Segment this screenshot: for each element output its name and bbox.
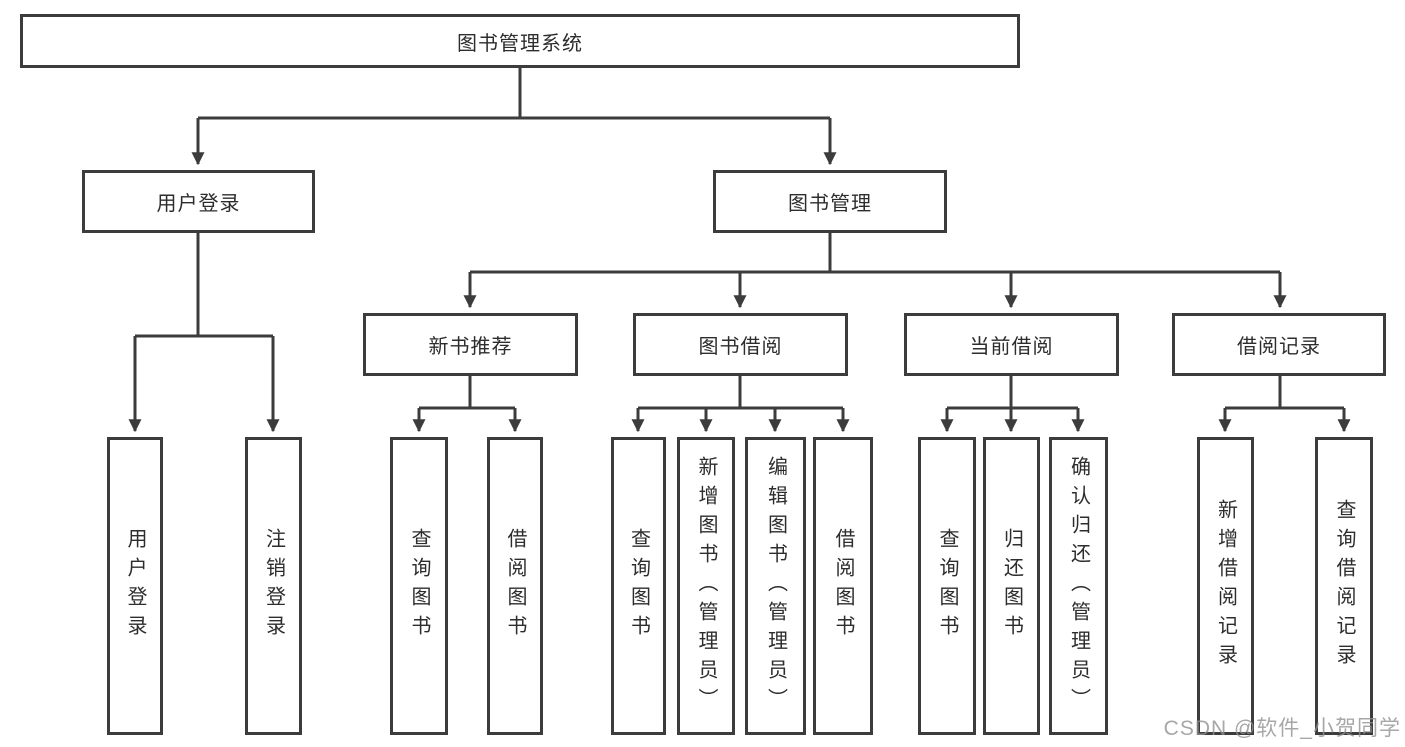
leaf-query-book-current: 查询图书	[918, 437, 976, 735]
node-book-management-label: 图书管理	[788, 193, 872, 215]
leaf-confirm-return-admin-label: 确认归还（管理员）	[1067, 455, 1090, 717]
node-borrow-record-label: 借阅记录	[1237, 336, 1321, 358]
node-new-book-recommend: 新书推荐	[363, 313, 578, 376]
leaf-query-borrow-record: 查询借阅记录	[1315, 437, 1373, 735]
leaf-borrow-book-recommend: 借阅图书	[487, 437, 543, 735]
csdn-watermark: CSDN @软件_小贺同学	[1163, 717, 1401, 740]
node-borrow-record: 借阅记录	[1172, 313, 1386, 376]
leaf-query-borrow-record-label: 查询借阅记录	[1333, 499, 1355, 673]
leaf-borrow-book: 借阅图书	[813, 437, 873, 735]
leaf-add-borrow-record-label: 新增借阅记录	[1214, 499, 1237, 673]
node-new-book-recommend-label: 新书推荐	[428, 336, 513, 358]
leaf-borrow-book-label: 借阅图书	[832, 528, 854, 644]
node-user-login-label: 用户登录	[156, 193, 241, 215]
leaf-return-book-label: 归还图书	[1000, 528, 1023, 644]
node-library-system-label: 图书管理系统	[457, 32, 583, 55]
node-book-management: 图书管理	[713, 170, 947, 233]
leaf-query-book-borrow-label: 查询图书	[627, 528, 650, 644]
leaf-user-login-label: 用户登录	[124, 528, 146, 644]
leaf-add-book-admin: 新增图书（管理员）	[677, 437, 735, 735]
leaf-edit-book-admin-label: 编辑图书（管理员）	[764, 455, 787, 717]
leaf-add-book-admin-label: 新增图书（管理员）	[695, 455, 717, 717]
leaf-query-book-recommend: 查询图书	[390, 437, 448, 735]
leaf-logout-label: 注销登录	[262, 528, 285, 644]
node-user-login: 用户登录	[82, 170, 315, 233]
node-library-system: 图书管理系统	[20, 14, 1020, 68]
node-book-borrow: 图书借阅	[633, 313, 848, 376]
leaf-add-borrow-record: 新增借阅记录	[1197, 437, 1254, 735]
leaf-edit-book-admin: 编辑图书（管理员）	[745, 437, 806, 735]
leaf-confirm-return-admin: 确认归还（管理员）	[1049, 437, 1108, 735]
leaf-query-book-recommend-label: 查询图书	[408, 528, 430, 644]
leaf-logout: 注销登录	[245, 437, 302, 735]
leaf-query-book-current-label: 查询图书	[936, 528, 958, 644]
node-current-borrow-label: 当前借阅	[969, 336, 1054, 358]
leaf-query-book-borrow: 查询图书	[611, 437, 666, 735]
leaf-user-login: 用户登录	[107, 437, 163, 735]
node-current-borrow: 当前借阅	[904, 313, 1119, 376]
node-book-borrow-label: 图书借阅	[698, 336, 783, 358]
leaf-return-book: 归还图书	[983, 437, 1040, 735]
leaf-borrow-book-recommend-label: 借阅图书	[504, 528, 526, 644]
